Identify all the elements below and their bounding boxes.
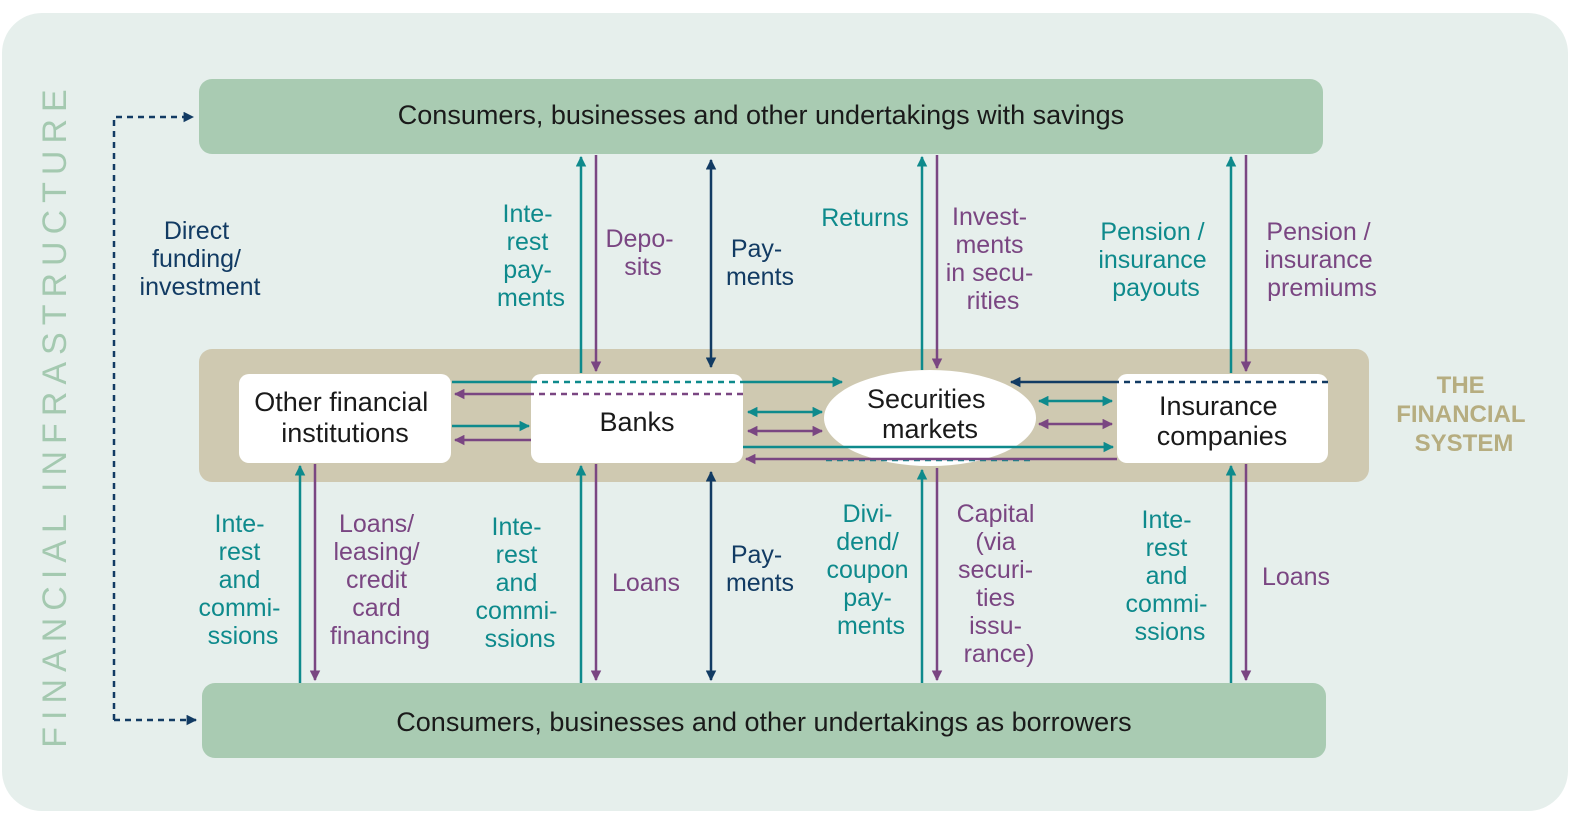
securities-returns-label: Returns <box>821 204 909 232</box>
banks-node <box>531 374 743 463</box>
banks-interest-commissions-label: Inte- rest and commi- ssions <box>476 513 565 653</box>
financial-system-label: THE FINANCIAL SYSTEM <box>1396 372 1532 457</box>
borrowers-box <box>202 683 1326 758</box>
insurance-companies-label: Insurance companies <box>1157 391 1288 451</box>
direct-funding-label: Direct funding/ investment <box>140 217 261 301</box>
bottom-payments-label: Pay- ments <box>726 541 794 597</box>
insurance-interest-label: Inte- rest and commi- ssions <box>1126 506 1215 646</box>
financial-infrastructure-label: FINANCIAL INFRASTRUCTURE <box>36 82 74 747</box>
savers-box-label: Consumers, businesses and other undertak… <box>398 100 1124 130</box>
banks-label: Banks <box>599 407 674 437</box>
insurance-premiums-label: Pension / insurance premiums <box>1264 218 1379 302</box>
insurance-payouts-label: Pension / insurance payouts <box>1098 218 1213 302</box>
securities-markets-node <box>824 370 1036 466</box>
savers-box <box>199 79 1323 154</box>
banks-interest-payments-label: Inte- rest pay- ments <box>497 200 565 312</box>
top-payments-label: Pay- ments <box>726 235 794 291</box>
direct-funding-dashed-arrow-top <box>112 111 195 720</box>
securities-dividend-label: Divi- dend/ coupon pay- ments <box>827 500 916 640</box>
other-financial-institutions-label: Other financial institutions <box>254 387 436 448</box>
borrowers-box-label: Consumers, businesses and other undertak… <box>396 707 1131 737</box>
banks-deposits-label: Depo- sits <box>605 225 680 281</box>
securities-capital-label: Capital (via securi- ties issu- rance) <box>957 500 1042 668</box>
insurance-companies-node <box>1117 374 1328 463</box>
banks-loans-label: Loans <box>612 569 680 597</box>
securities-investments-label: Invest- ments in secu- rities <box>946 203 1041 315</box>
other-fi-interest-label: Inte- rest and commi- ssions <box>199 510 288 650</box>
other-financial-institutions-node <box>239 374 451 463</box>
securities-markets-label: Securities markets <box>867 384 993 444</box>
other-fi-loans-label: Loans/ leasing/ credit card financing <box>330 510 430 650</box>
insurance-loans-label: Loans <box>1262 563 1330 591</box>
